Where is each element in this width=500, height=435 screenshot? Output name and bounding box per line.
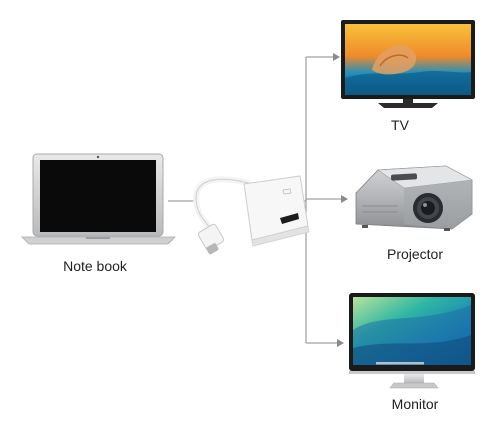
arrow-projector xyxy=(341,195,348,203)
notebook-label: Note book xyxy=(63,258,127,274)
projector-icon xyxy=(355,165,473,231)
monitor-icon xyxy=(349,293,475,389)
arrow-monitor xyxy=(337,339,344,347)
monitor-label: Monitor xyxy=(391,396,439,412)
usb-c-to-hdmi-adapter-icon xyxy=(192,175,310,255)
laptop-icon xyxy=(21,153,176,245)
tv-label: TV xyxy=(391,117,409,133)
arrow-tv xyxy=(333,53,340,61)
tv-icon xyxy=(341,20,475,108)
connector-lines xyxy=(168,56,344,344)
projector-label: Projector xyxy=(386,246,444,262)
arrowheads xyxy=(333,53,348,347)
